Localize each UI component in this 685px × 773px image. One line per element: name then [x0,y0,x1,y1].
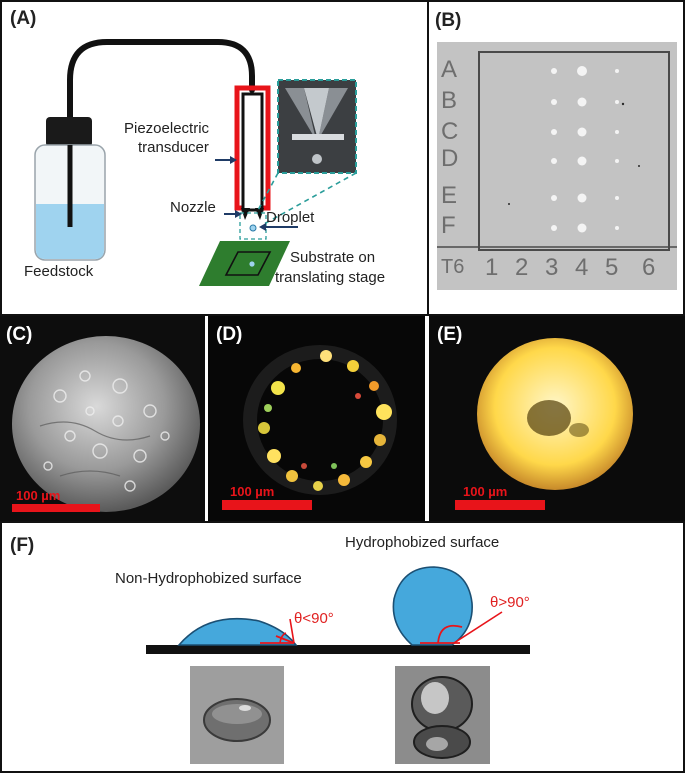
row-label-c: C [441,118,459,145]
panel-e-scale-bar [455,500,545,510]
shell-particles [258,350,392,491]
contact-angle-diagram [146,566,530,654]
col-label-1: 1 [485,254,499,281]
col-label-6: 6 [642,254,656,281]
substrate [224,251,272,276]
row-label-e: E [441,182,458,209]
sem-particle-image [12,336,200,512]
inkjet-schematic [34,39,357,286]
fluorescence-shell-image [243,345,397,495]
panel-d-scale-label: 100 µm [230,484,275,499]
round-droplet-photo-image [411,676,473,759]
panel-c: (C) 100 µm [0,316,205,521]
fluorescence-filled-image [477,338,633,490]
nozzle-left [241,208,250,220]
panel-e-letter: (E) [437,324,463,345]
panel-b: (B) A B C D E F T6 1 2 3 4 5 [427,0,685,316]
panel-e: (E) 100 µm [429,316,685,521]
nozzle-label: Nozzle [170,199,216,216]
panel-c-scale-bar [12,504,100,512]
print-head [241,92,264,212]
panel-a: (A) [0,0,429,316]
panel-d: (D) 100 µm [208,316,425,521]
round-droplet [392,566,473,646]
row-label-a: A [441,56,458,83]
piezo-label-line1: Piezoelectric [124,120,210,137]
round-droplet-photo [395,666,490,764]
angle-label-right: θ>90° [490,594,530,611]
row-label-d: D [441,145,459,172]
flat-droplet-photo [190,666,284,764]
substrate-label-line1: Substrate on [290,249,376,266]
panel-c-scale-label: 100 µm [16,488,61,503]
panel-e-scale-label: 100 µm [463,484,508,499]
droplet [249,224,257,232]
hydrophobized-title: Hydrophobized surface [345,534,500,551]
panel-d-letter: (D) [216,324,243,345]
row-label-b: B [441,87,458,114]
flat-droplet [177,617,298,646]
non-hydrophobized-title: Non-Hydrophobized surface [115,570,302,587]
corner-mark: T6 [441,256,465,278]
piezo-label-line2: transducer [138,139,209,156]
bottle-cap [46,117,92,147]
array-dots [551,66,619,233]
substrate-label-line2: translating stage [275,269,386,286]
panel-f: (F) Hydrophobized surface Non-Hydrophobi… [0,521,685,773]
nozzle-right [255,208,264,220]
surface-line [146,645,530,654]
feedstock-liquid [36,204,104,259]
panel-c-letter: (C) [6,324,33,345]
array-grid [437,51,677,251]
row-label-f: F [441,212,456,239]
droplet-array-photo: A B C D E F T6 1 2 3 4 5 6 [437,42,677,290]
col-label-2: 2 [515,254,529,281]
col-label-5: 5 [605,254,619,281]
feedstock-label: Feedstock [24,263,94,280]
feed-tube [67,39,255,133]
panel-d-scale-bar [222,500,312,510]
panel-f-letter: (F) [10,535,35,556]
col-label-4: 4 [575,254,589,281]
flat-droplet-photo-image [203,698,271,742]
angle-label-left: θ<90° [294,610,334,627]
droplet-label: Droplet [266,209,315,226]
panel-b-letter: (B) [435,10,462,31]
panel-a-letter: (A) [10,8,37,29]
col-label-3: 3 [545,254,559,281]
